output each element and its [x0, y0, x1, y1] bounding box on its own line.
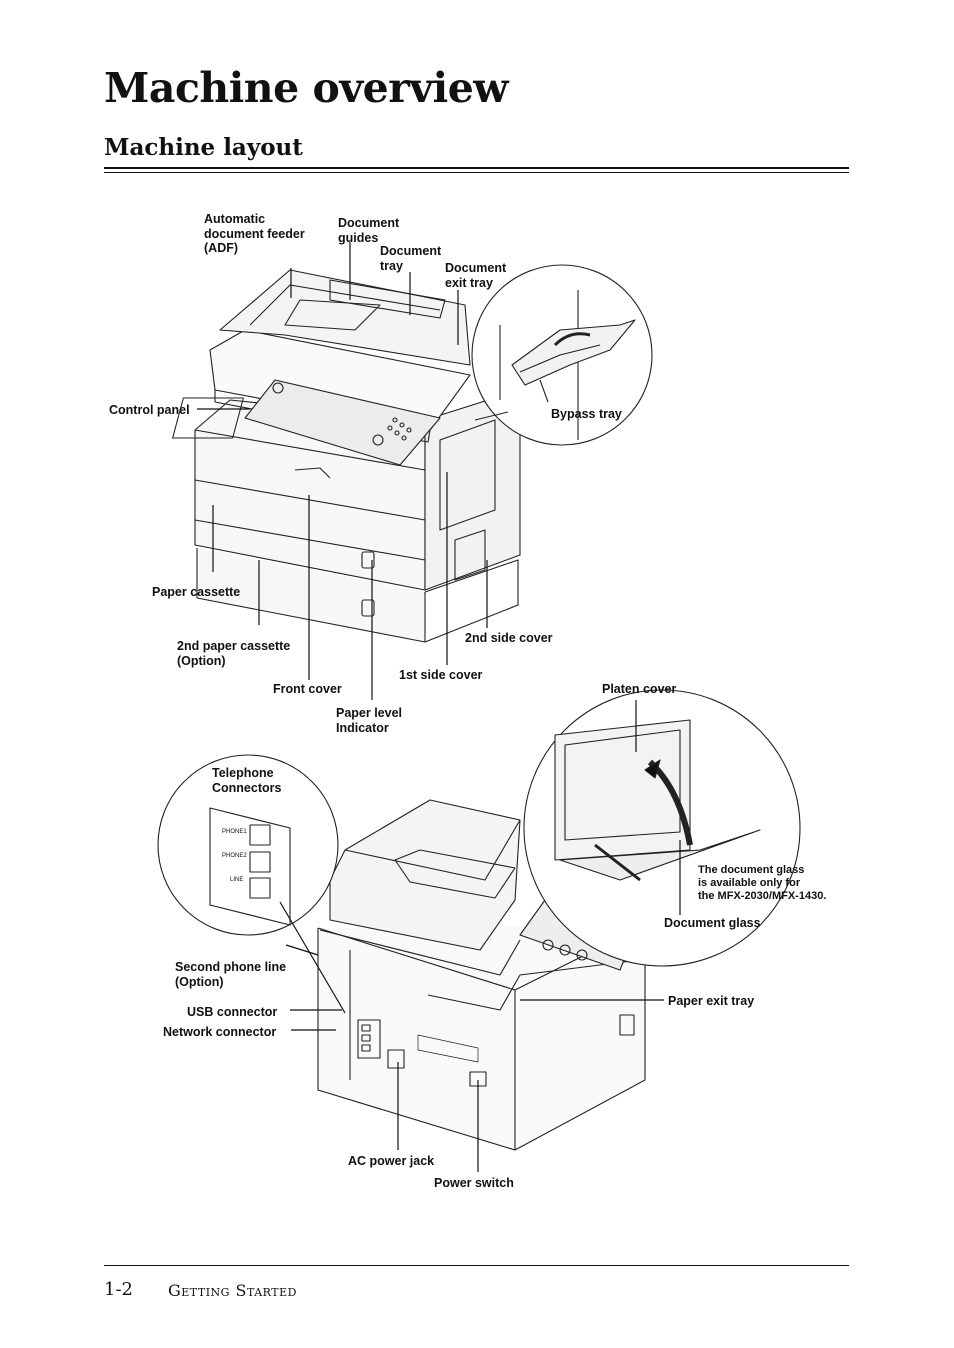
label-document-exit-tray: Document exit tray	[445, 261, 507, 290]
label-paper-exit-tray: Paper exit tray	[668, 994, 755, 1008]
label-network-connector: Network connector	[163, 1025, 277, 1039]
bypass-tray-inset	[471, 264, 653, 446]
port-label-phone1: PHONE1	[222, 829, 247, 835]
label-ac-power-jack: AC power jack	[348, 1154, 435, 1168]
port-label-phone2: PHONE2	[222, 853, 247, 859]
label-bypass-tray: Bypass tray	[551, 407, 622, 421]
label-second-phone-line: Second phone line (Option)	[175, 960, 287, 989]
label-second-side-cover: 2nd side cover	[465, 631, 553, 645]
section-title: Machine layout	[104, 134, 303, 161]
footer-page-number: 1-2	[104, 1279, 133, 1300]
front-machine-illustration	[172, 269, 521, 643]
label-first-side-cover: 1st side cover	[399, 668, 483, 682]
leader-lines	[197, 242, 681, 1172]
telephone-connectors-inset	[157, 754, 339, 936]
label-paper-cassette: Paper cassette	[152, 585, 241, 599]
label-adf: Automatic document feeder (ADF)	[204, 212, 305, 255]
port-label-line: LINE	[230, 877, 244, 883]
label-usb-connector: USB connector	[187, 1005, 278, 1019]
label-control-panel: Control panel	[109, 403, 190, 417]
label-document-glass: Document glass	[664, 916, 761, 930]
page-title: Machine overview	[104, 64, 509, 112]
section-rule-thin	[104, 172, 849, 173]
section-rule	[104, 167, 849, 169]
label-second-paper-cassette: 2nd paper cassette (Option)	[177, 639, 291, 668]
label-power-switch: Power switch	[434, 1176, 514, 1190]
footer-section-name: Getting Started	[168, 1281, 297, 1300]
platen-cover-inset	[523, 689, 801, 967]
label-front-cover: Front cover	[273, 682, 342, 696]
label-document-glass-note: The document glass is available only for…	[698, 864, 827, 902]
label-platen-cover: Platen cover	[602, 682, 677, 696]
label-telephone-connectors: Telephone Connectors	[212, 766, 282, 795]
label-document-tray: Document tray	[380, 244, 442, 273]
label-document-guides: Document guides	[338, 216, 400, 245]
footer-rule	[104, 1265, 849, 1266]
label-paper-level-indicator: Paper level Indicator	[336, 706, 403, 735]
